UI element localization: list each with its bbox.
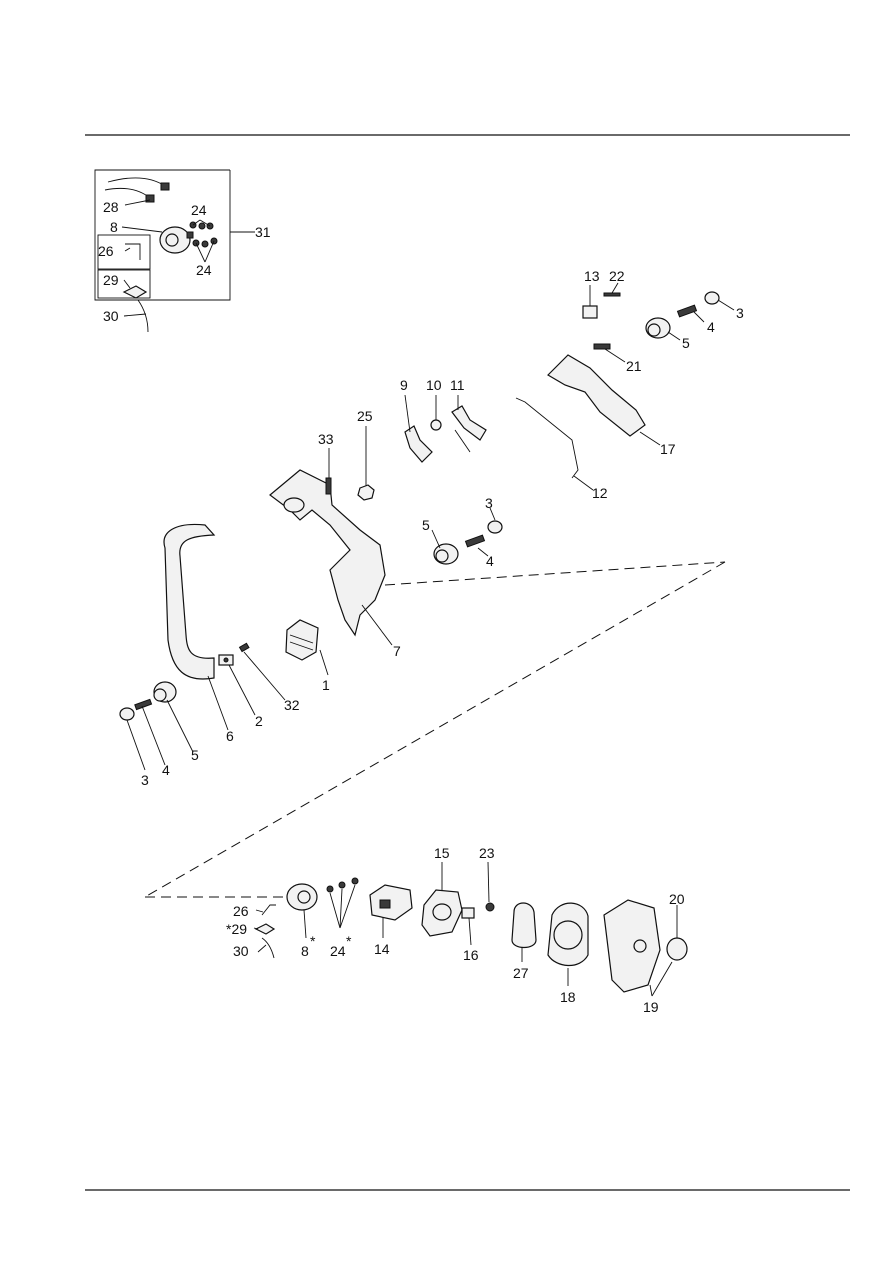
callout-25: 25 — [357, 408, 373, 424]
pin-22 — [603, 292, 621, 297]
callout-31: 31 — [255, 224, 271, 240]
callout-2: 2 — [255, 713, 263, 729]
callout-5: 5 — [191, 747, 199, 763]
callout-17: 17 — [660, 441, 676, 457]
air-filter-18 — [547, 902, 589, 967]
callout-13: 13 — [584, 268, 600, 284]
callout-22: 22 — [609, 268, 625, 284]
screw-33 — [325, 477, 332, 495]
rod-12 — [515, 397, 579, 479]
adapter-15 — [421, 889, 463, 937]
carburetor-8-kit — [159, 226, 194, 254]
assembly-line-a — [384, 561, 726, 586]
clip-29-kit — [122, 285, 148, 299]
callout-27: 27 — [513, 965, 529, 981]
boot-1 — [285, 619, 319, 661]
callout-1: 1 — [322, 677, 330, 693]
callout-24-kit-bottom: 24 — [196, 262, 212, 278]
callout-29-kit: 29 — [103, 272, 119, 288]
callout-32: 32 — [284, 697, 300, 713]
tube-30 — [261, 937, 275, 959]
clamp-2 — [218, 654, 234, 666]
elbow-26 — [261, 904, 276, 916]
callout-4: 4 — [162, 762, 170, 778]
kit-box — [94, 169, 255, 301]
callout-24-kit-top: 24 — [191, 202, 207, 218]
callout-5-center: 5 — [422, 517, 430, 533]
clip-29 — [254, 923, 276, 935]
lockout-11 — [451, 405, 487, 453]
mount-left — [119, 681, 177, 721]
choke-16 — [461, 907, 475, 919]
callout-19: 19 — [643, 999, 659, 1015]
callout-11: 11 — [450, 377, 465, 393]
callout-8-star: * — [310, 933, 316, 949]
callout-24-star: * — [346, 933, 352, 949]
callout-12: 12 — [592, 485, 608, 501]
mount-center — [433, 520, 503, 565]
handle-cover-17 — [547, 354, 646, 437]
callout-26-kit: 26 — [98, 243, 114, 259]
callout-4-right: 4 — [707, 319, 715, 335]
plug-13 — [582, 305, 598, 319]
callout-33: 33 — [318, 431, 334, 447]
callout-18: 18 — [560, 989, 576, 1005]
nut-25 — [357, 484, 375, 501]
carburetor-14 — [369, 884, 413, 921]
callout-6: 6 — [226, 728, 234, 744]
callout-labels: 1 2 3 4 5 6 7 32 33 25 9 10 11 12 17 21 … — [98, 199, 744, 1015]
leaders — [121, 199, 735, 997]
callout-8: 8 — [301, 943, 309, 959]
callout-3-center: 3 — [485, 495, 493, 511]
callout-8-kit: 8 — [110, 219, 118, 235]
cover-19 — [603, 899, 661, 993]
handlebar-6 — [163, 523, 216, 680]
callout-14: 14 — [374, 941, 390, 957]
screws-24 — [326, 877, 359, 893]
tube-30-kit — [137, 299, 149, 333]
callout-21: 21 — [626, 358, 642, 374]
screw-32 — [238, 642, 250, 653]
callout-24: 24 — [330, 943, 346, 959]
screw-21 — [593, 343, 611, 350]
callout-26: 26 — [233, 903, 249, 919]
carburetor-8 — [286, 883, 318, 911]
callout-30-kit: 30 — [103, 308, 119, 324]
callout-7: 7 — [393, 643, 401, 659]
callout-28: 28 — [103, 199, 119, 215]
callout-29-starred: *29 — [226, 921, 247, 937]
callout-4-center: 4 — [486, 553, 494, 569]
callout-30: 30 — [233, 943, 249, 959]
knob-20 — [666, 937, 688, 961]
rear-handle-7 — [269, 469, 386, 637]
callout-15: 15 — [434, 845, 450, 861]
callout-3-right: 3 — [736, 305, 744, 321]
callout-20: 20 — [669, 891, 685, 907]
callout-16: 16 — [463, 947, 479, 963]
callout-3: 3 — [141, 772, 149, 788]
callout-23: 23 — [479, 845, 495, 861]
callout-10: 10 — [426, 377, 442, 393]
callout-9: 9 — [400, 377, 408, 393]
filter-27 — [511, 902, 537, 949]
spring-10 — [430, 419, 442, 431]
fuel-line-28 — [104, 177, 170, 203]
callout-5-right: 5 — [682, 335, 690, 351]
trigger-9 — [404, 425, 433, 463]
nut-23 — [485, 902, 495, 912]
mount-right — [645, 291, 720, 339]
elbow-26-kit — [125, 243, 141, 260]
